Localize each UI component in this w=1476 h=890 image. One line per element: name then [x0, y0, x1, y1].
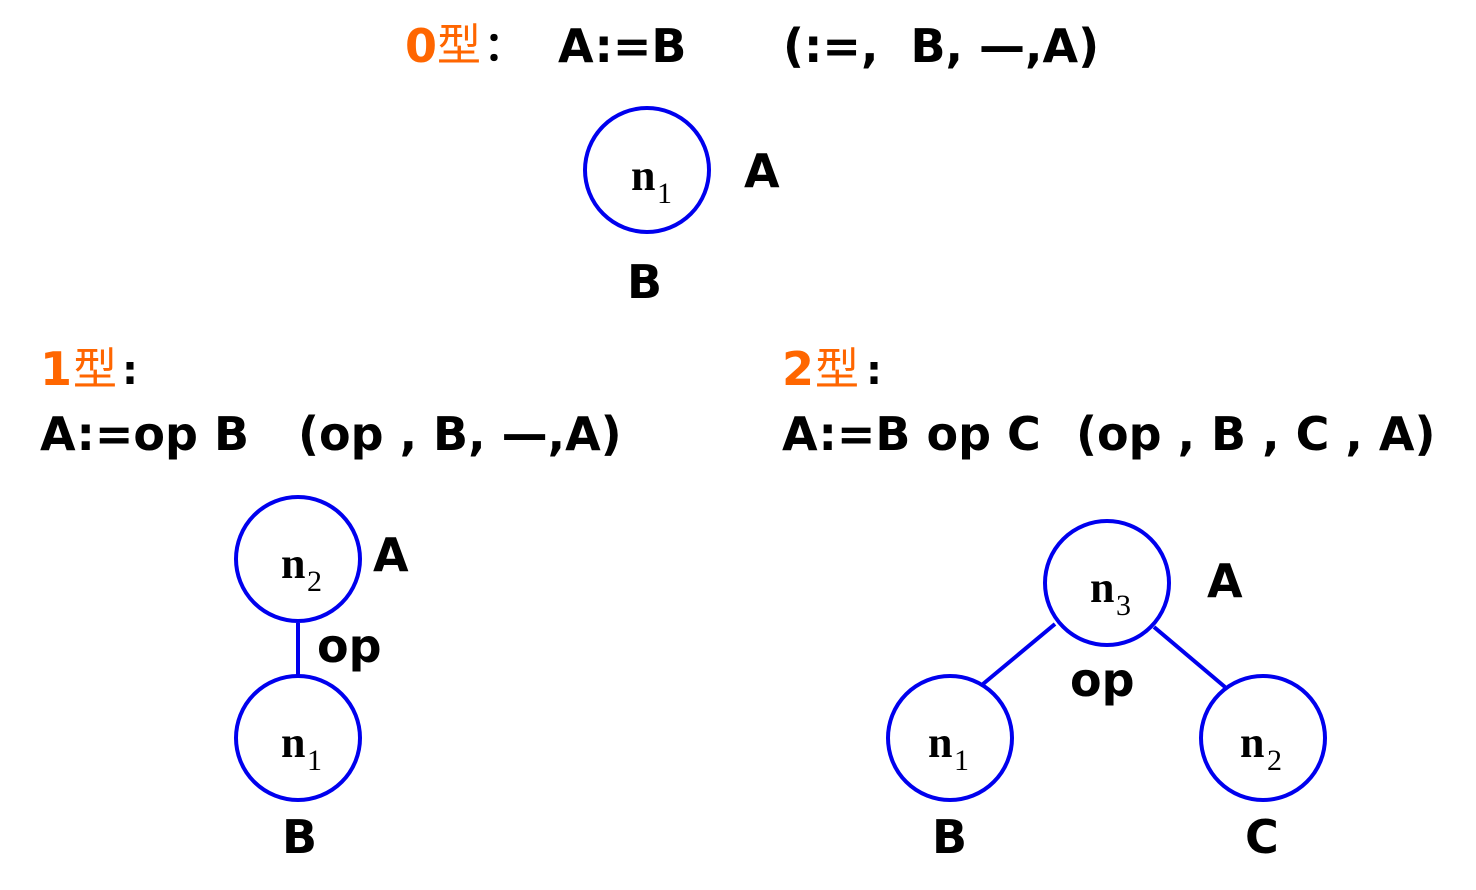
type2-label-a: A: [1207, 554, 1243, 608]
type2-label-c: C: [1245, 810, 1279, 864]
node-name: n: [1090, 563, 1114, 612]
node-subscript: 1: [657, 177, 672, 210]
node-name: n: [281, 539, 305, 588]
type0-node-n1: n 1: [583, 106, 711, 234]
type0-section: 0 型 ： A:=B (:=, B, —,A) n 1 A B: [405, 19, 1099, 309]
type0-formula: A:=B: [558, 19, 686, 73]
type1-edge-label-op: op: [317, 619, 382, 673]
type2-edge-left: [981, 622, 1057, 686]
type1-node-n2: n 2: [234, 495, 362, 623]
type2-node-n2: n 2: [1199, 674, 1327, 802]
node-circle: [234, 674, 362, 802]
type1-section: 1 型 : A:=op B (op , B, —,A) n 2 A op n 1…: [40, 342, 622, 864]
node-name: n: [928, 718, 952, 767]
type2-heading-number: 2: [782, 342, 814, 396]
type0-heading-colon: ：: [484, 24, 524, 70]
type1-label-b: B: [282, 810, 317, 864]
type1-quadruple: (op , B, —,A): [298, 407, 622, 461]
node-subscript: 1: [954, 744, 969, 777]
type0-label-a: A: [744, 144, 780, 198]
type2-formula: A:=B op C: [782, 407, 1041, 461]
node-circle: [583, 106, 711, 234]
node-name: n: [281, 718, 305, 767]
type1-formula: A:=op B: [40, 407, 249, 461]
node-subscript: 2: [307, 565, 322, 598]
type1-heading-colon: :: [122, 348, 138, 394]
type2-heading-char: 型: [815, 345, 859, 394]
type0-heading-char: 型: [437, 21, 481, 70]
node-subscript: 2: [1267, 744, 1282, 777]
type1-heading-char: 型: [73, 345, 117, 394]
type2-section: 2 型 : A:=B op C (op , B , C , A) n 3 A o…: [782, 342, 1436, 864]
type1-node-n1: n 1: [234, 674, 362, 802]
type2-edge-label-op: op: [1070, 653, 1135, 707]
type0-label-b: B: [627, 255, 662, 309]
type2-edge-right: [1152, 625, 1227, 689]
node-subscript: 1: [307, 744, 322, 777]
node-subscript: 3: [1116, 589, 1131, 622]
node-circle: [1043, 519, 1171, 647]
type2-heading-colon: :: [866, 348, 882, 394]
type1-heading-number: 1: [40, 342, 72, 396]
node-name: n: [631, 151, 655, 200]
node-circle: [234, 495, 362, 623]
type2-quadruple: (op , B , C , A): [1076, 407, 1436, 461]
type2-node-n3: n 3: [1043, 519, 1171, 647]
type0-heading-number: 0: [405, 19, 437, 73]
type2-node-n1: n 1: [886, 674, 1014, 802]
type2-label-b: B: [932, 810, 967, 864]
type0-quadruple: (:=, B, —,A): [783, 19, 1099, 73]
node-circle: [886, 674, 1014, 802]
node-name: n: [1240, 718, 1264, 767]
type1-label-a: A: [373, 528, 409, 582]
node-circle: [1199, 674, 1327, 802]
